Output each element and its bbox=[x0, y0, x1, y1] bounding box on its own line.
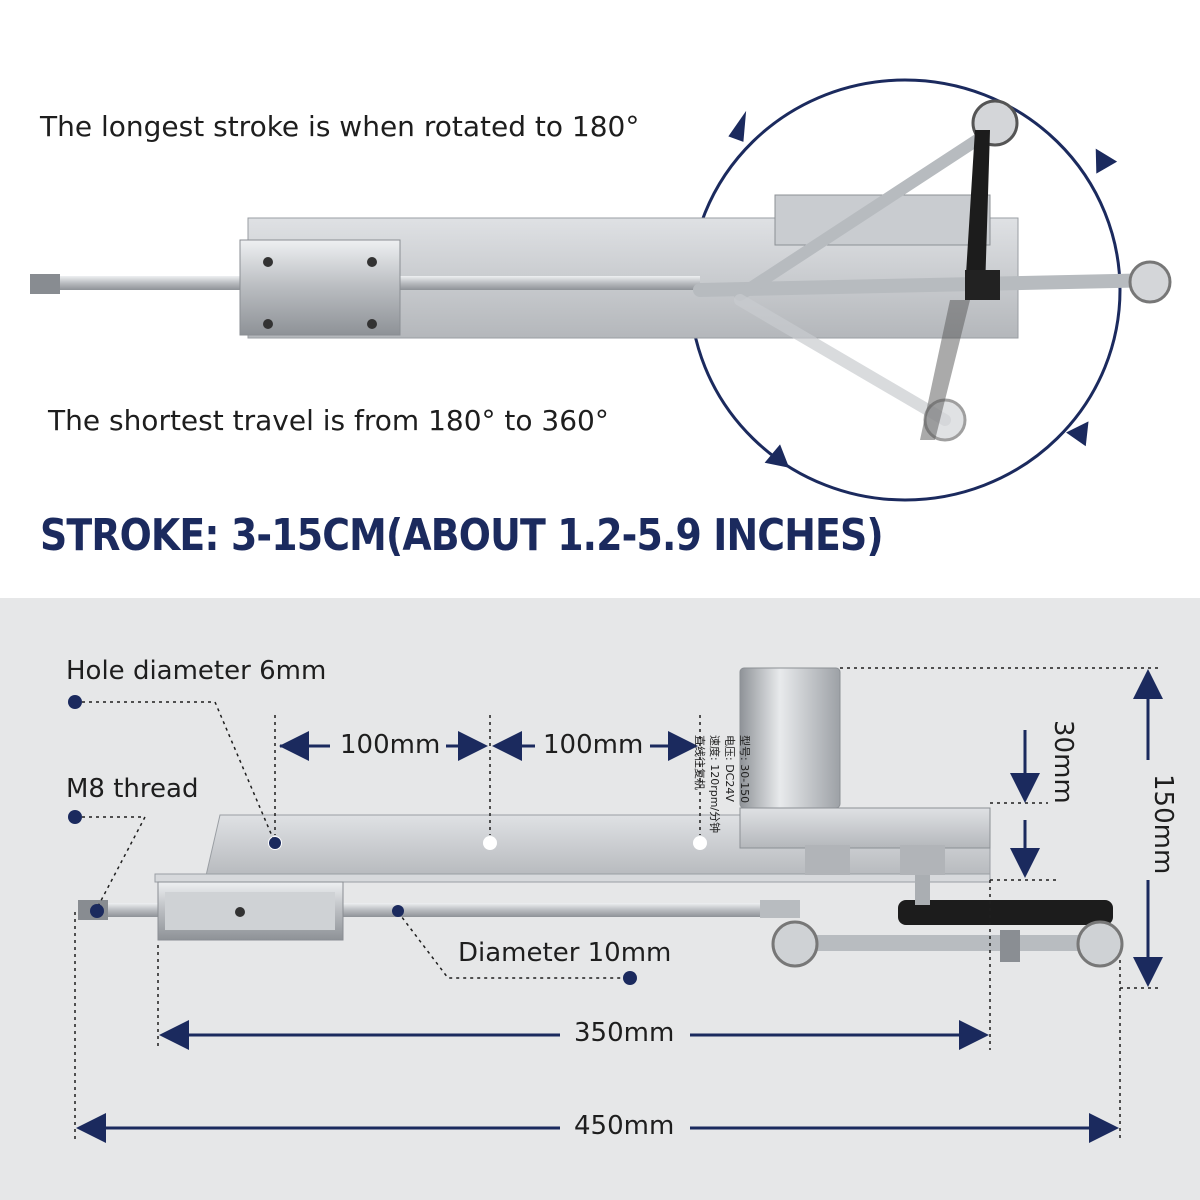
thread-label: M8 thread bbox=[66, 774, 199, 804]
hole-diameter-label: Hole diameter 6mm bbox=[66, 656, 327, 686]
motor-label-line1: 型号: 30-150 bbox=[738, 735, 751, 804]
total-length-dimension: 450mm bbox=[568, 1111, 681, 1141]
motor-label-line2: 电压: DC24V bbox=[723, 735, 736, 802]
gap1-dimension: 100mm bbox=[334, 730, 447, 760]
gap2-dimension: 100mm bbox=[537, 730, 650, 760]
stroke-headline: STROKE: 3-15CM(ABOUT 1.2-5.9 INCHES) bbox=[40, 510, 884, 561]
motor-height-dimension: 30mm bbox=[1048, 714, 1078, 810]
actuator-top bbox=[30, 99, 1172, 442]
motor-label: 型号: 30-150 电压: DC24V 速度: 120rpm/分钟 直线往复机 bbox=[682, 735, 752, 855]
body-length-dimension: 350mm bbox=[568, 1018, 681, 1048]
caption-longest: The longest stroke is when rotated to 18… bbox=[40, 110, 640, 143]
motor-label-line3: 速度: 120rpm/分钟 bbox=[708, 735, 721, 834]
rod-diameter-label: Diameter 10mm bbox=[458, 938, 672, 968]
motor-label-line4: 直线往复机 bbox=[693, 735, 706, 790]
total-height-dimension: 150mm bbox=[1148, 768, 1178, 881]
caption-shortest: The shortest travel is from 180° to 360° bbox=[48, 404, 609, 437]
